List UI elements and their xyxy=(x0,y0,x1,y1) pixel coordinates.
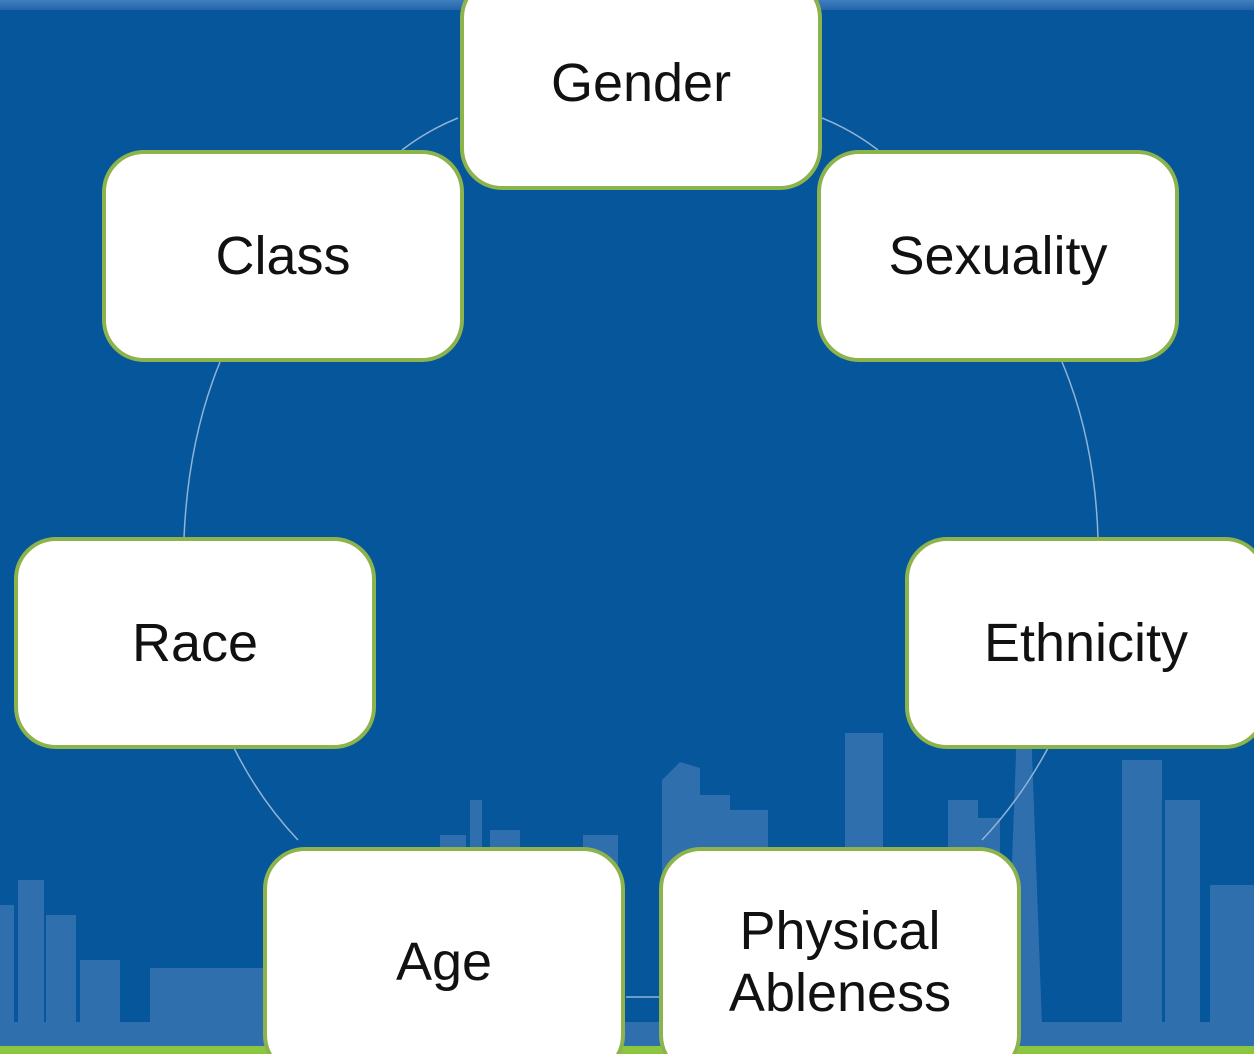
skyline-base xyxy=(0,1022,1254,1046)
cycle-connector xyxy=(183,117,1099,998)
node-physical-ableness: Physical Ableness xyxy=(659,847,1021,1054)
node-age: Age xyxy=(263,847,625,1054)
node-sexuality: Sexuality xyxy=(817,150,1179,362)
green-accent-bar xyxy=(0,1046,1254,1054)
node-gender: Gender xyxy=(460,0,822,190)
node-race: Race xyxy=(14,537,376,749)
node-class: Class xyxy=(102,150,464,362)
node-ethnicity: Ethnicity xyxy=(905,537,1254,749)
